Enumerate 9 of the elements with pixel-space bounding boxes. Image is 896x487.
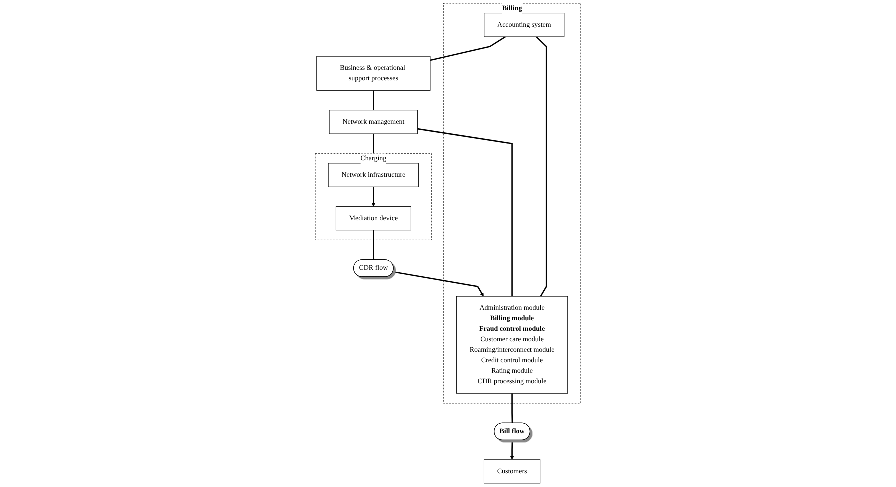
- connector: [511, 394, 513, 424]
- connector: [536, 36, 548, 297]
- arrow: [392, 271, 484, 297]
- arrow: [510, 440, 514, 460]
- connector: [372, 90, 374, 110]
- connector: [372, 230, 374, 260]
- connector: [430, 36, 506, 62]
- arrow: [372, 187, 376, 207]
- connector: [417, 128, 513, 297]
